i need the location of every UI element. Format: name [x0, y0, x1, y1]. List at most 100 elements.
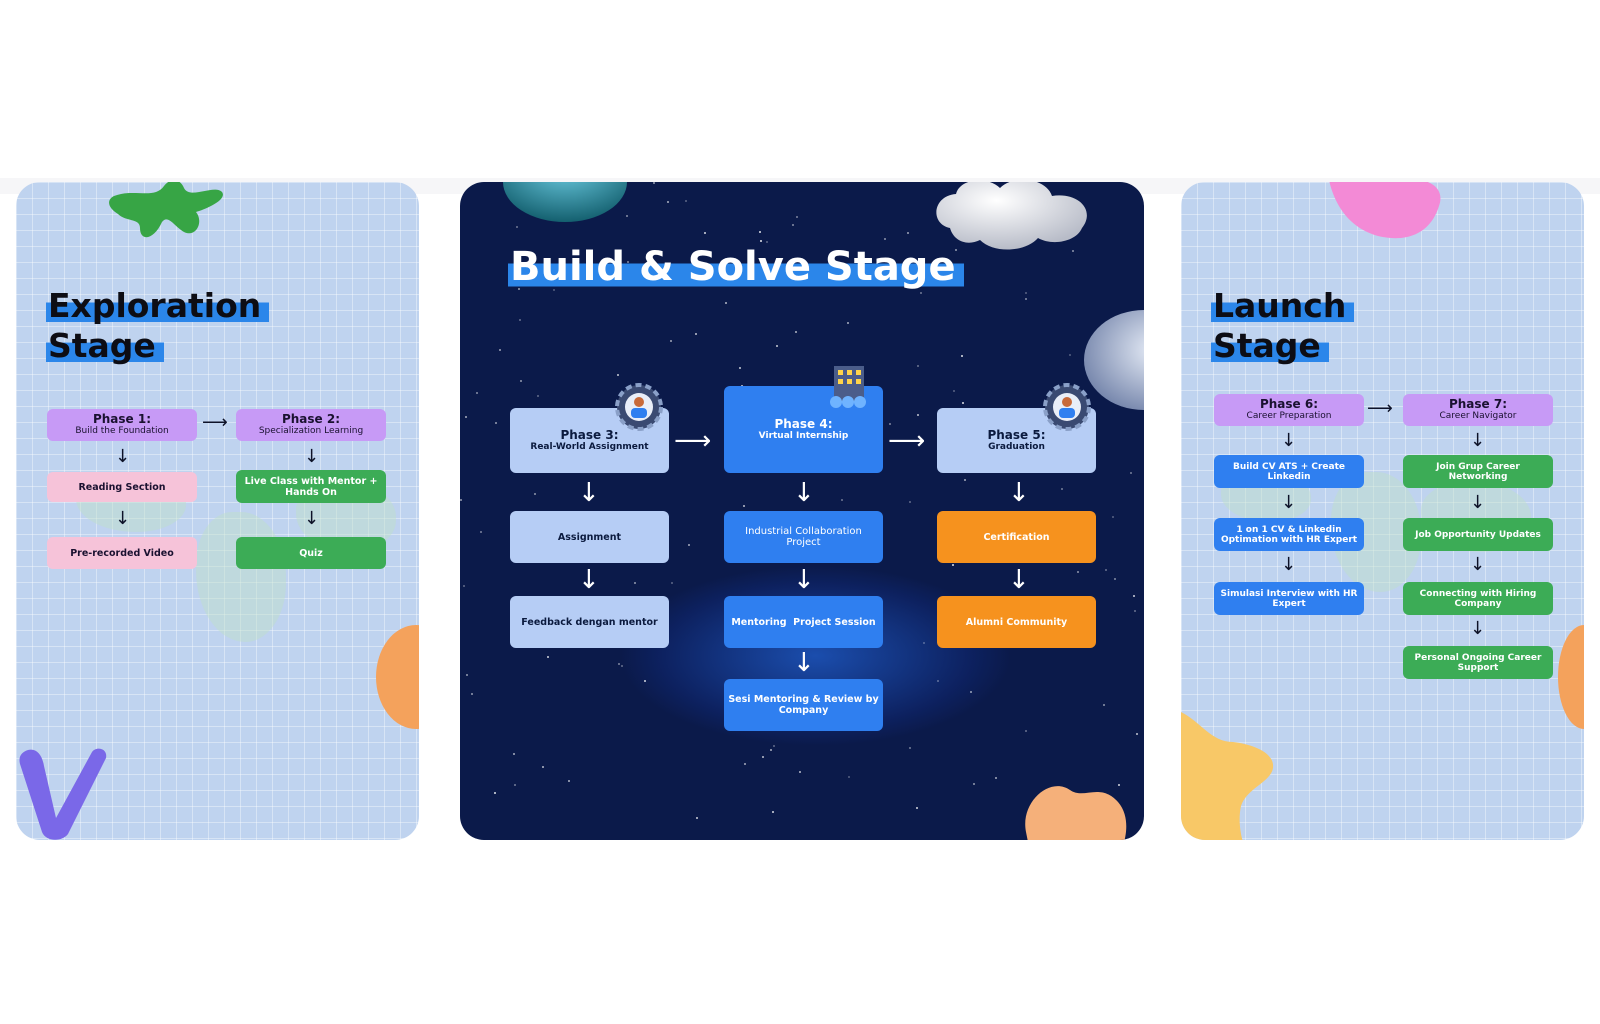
moon-decoration: [1084, 310, 1144, 410]
arrow-right: ⟶: [888, 426, 926, 456]
reading-section-box: Reading Section: [47, 472, 197, 502]
star-dot: [514, 784, 516, 786]
star-dot: [495, 422, 497, 424]
live-class-box: Live Class with Mentor + Hands On: [236, 470, 386, 503]
arrow-right: ⟶: [674, 426, 712, 456]
gear-person-icon: [1043, 383, 1091, 431]
green-blob-decoration: [109, 182, 223, 237]
star-dot: [744, 763, 746, 765]
arrow-down: ↓: [1008, 565, 1030, 595]
arrow-down: ↓: [793, 648, 815, 678]
star-dot: [917, 414, 919, 416]
star-dot: [671, 582, 673, 584]
star-dot: [889, 423, 891, 425]
star-dot: [621, 665, 623, 667]
star-dot: [696, 817, 698, 819]
sesi-mentoring-review-box: Sesi Mentoring & Review by Company: [724, 679, 883, 731]
star-dot: [568, 780, 570, 782]
star-dot: [759, 231, 761, 233]
star-dot: [1136, 733, 1138, 735]
star-dot: [1061, 488, 1063, 490]
pre-recorded-video-box: Pre-recorded Video: [47, 537, 197, 569]
star-dot: [542, 766, 544, 768]
star-dot: [776, 345, 778, 347]
yellow-star-decoration: [1181, 712, 1274, 840]
star-dot: [884, 238, 886, 240]
star-dot: [499, 349, 501, 351]
arrow-right: ⟶: [202, 412, 228, 433]
star-dot: [961, 355, 963, 357]
star-dot: [796, 216, 798, 218]
arrow-down: ↓: [1470, 430, 1486, 451]
star-dot: [962, 402, 964, 404]
star-dot: [634, 582, 636, 584]
star-dot: [519, 319, 521, 321]
phase7-box: Phase 7: Career Navigator: [1403, 394, 1553, 426]
star-dot: [1025, 298, 1027, 300]
star-dot: [465, 416, 467, 418]
build-cv-box: Build CV ATS + Create Linkedin: [1214, 455, 1364, 488]
star-dot: [513, 753, 515, 755]
arrow-down: ↓: [115, 446, 131, 467]
star-dot: [466, 674, 468, 676]
star-dot: [480, 531, 482, 533]
star-dot: [970, 691, 972, 693]
star-dot: [773, 745, 775, 747]
star-dot: [841, 499, 843, 501]
star-dot: [917, 365, 919, 367]
star-dot: [964, 479, 966, 481]
star-dot: [1072, 250, 1074, 252]
phase2-box: Phase 2: Specialization Learning: [236, 409, 386, 441]
star-dot: [463, 585, 465, 587]
star-dot: [618, 663, 620, 665]
star-dot: [704, 232, 706, 234]
star-dot: [909, 501, 911, 503]
star-dot: [920, 292, 922, 294]
build-solve-stage-card: Build & Solve Stage Phase 3: Real-World …: [460, 182, 1144, 840]
arrow-down: ↓: [1470, 492, 1486, 513]
star-dot: [847, 322, 849, 324]
star-dot: [1077, 571, 1079, 573]
alumni-community-box: Alumni Community: [937, 596, 1096, 648]
orange-blob-decoration: [1558, 625, 1584, 729]
pink-blob-decoration: [1329, 182, 1441, 239]
star-dot: [973, 783, 975, 785]
star-dot: [1025, 730, 1027, 732]
join-grup-career-box: Join Grup Career Networking: [1403, 455, 1553, 488]
star-dot: [725, 302, 727, 304]
star-dot: [953, 390, 955, 392]
star-dot: [792, 224, 794, 226]
star-dot: [1069, 354, 1071, 356]
star-dot: [1114, 578, 1116, 580]
star-dot: [1103, 704, 1105, 706]
arrow-down: ↓: [1281, 554, 1297, 575]
star-dot: [1130, 472, 1132, 474]
star-dot: [685, 200, 687, 202]
star-dot: [537, 395, 539, 397]
industrial-project-box: Industrial Collaboration Project: [724, 511, 883, 563]
star-dot: [1118, 784, 1120, 786]
arrow-down: ↓: [578, 478, 600, 508]
star-dot: [799, 771, 801, 773]
star-dot: [626, 215, 628, 217]
connecting-hiring-box: Connecting with Hiring Company: [1403, 582, 1553, 615]
phase6-box: Phase 6: Career Preparation: [1214, 394, 1364, 426]
star-dot: [695, 333, 697, 335]
star-dot: [520, 380, 522, 382]
star-dot: [907, 232, 909, 234]
cloud-decoration: [936, 182, 1087, 250]
star-dot: [667, 201, 669, 203]
arrow-down: ↓: [1008, 478, 1030, 508]
star-dot: [766, 241, 768, 243]
arrow-down: ↓: [793, 565, 815, 595]
simulasi-interview-box: Simulasi Interview with HR Expert: [1214, 582, 1364, 615]
star-dot: [995, 777, 997, 779]
arrow-down: ↓: [304, 446, 320, 467]
star-dot: [670, 340, 672, 342]
star-dot: [937, 680, 939, 682]
star-dot: [553, 289, 555, 291]
